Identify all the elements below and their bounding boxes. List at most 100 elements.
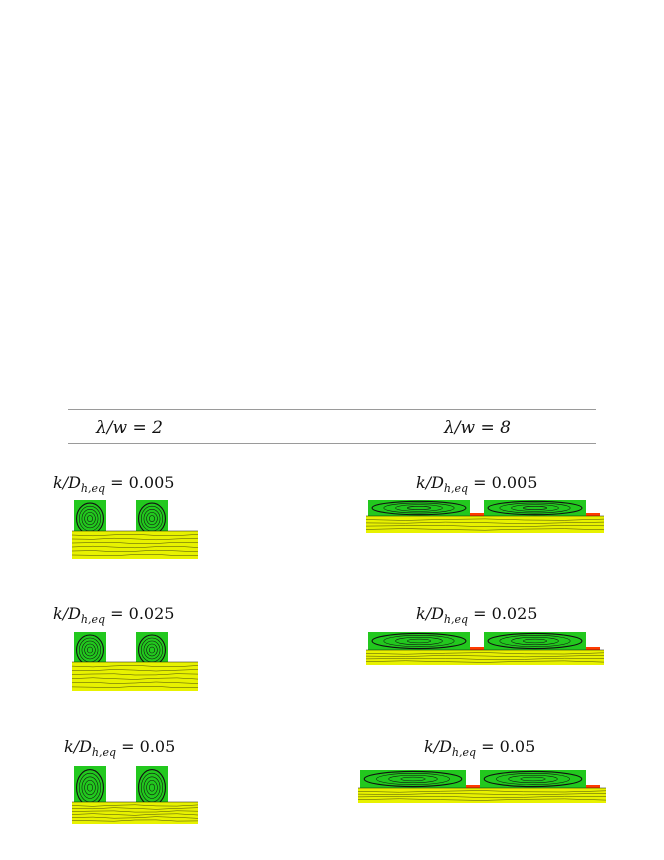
channel-streamline: [358, 790, 606, 793]
recirculation-vortex: [81, 509, 99, 529]
recirculation-vortex: [511, 504, 559, 512]
recirculation-vortex: [371, 632, 467, 650]
cavity-region: [484, 632, 586, 650]
channel-streamline: [72, 807, 198, 810]
recirculation-vortex: [146, 512, 158, 526]
recirculation-vortex: [395, 636, 443, 646]
cavity-region: [368, 500, 470, 516]
cavity-region: [484, 500, 586, 516]
recirculation-vortex: [149, 515, 155, 522]
table-header-rule: [68, 443, 596, 444]
row3-right-label: k/Dh,eq = 0.05: [424, 737, 536, 760]
channel-streamline: [72, 545, 198, 549]
channel-streamline: [72, 665, 198, 668]
stagnation-spot: [586, 785, 600, 789]
recirculation-vortex: [520, 776, 546, 782]
recirculation-vortex: [388, 774, 438, 784]
channel-streamline: [366, 518, 604, 521]
channel-streamline: [366, 655, 604, 658]
recirculation-vortex: [376, 773, 450, 785]
channel-streamline: [366, 521, 604, 524]
channel-streamline: [72, 813, 198, 816]
recirculation-vortex: [84, 643, 96, 657]
recirculation-vortex: [149, 646, 155, 654]
channel-streamline: [72, 534, 198, 537]
recirculation-vortex: [143, 640, 161, 660]
recirculation-vortex: [81, 776, 99, 799]
channel-streamline: [72, 819, 198, 822]
channel-region: [366, 650, 604, 665]
recirculation-vortex: [406, 638, 432, 644]
row3-left-label: k/Dh,eq = 0.05: [64, 737, 176, 760]
cavity-region: [360, 770, 466, 788]
cavity-region: [480, 770, 586, 788]
recirculation-vortex: [87, 646, 93, 654]
recirculation-vortex: [383, 502, 455, 514]
channel-streamline: [366, 525, 604, 527]
channel-streamline: [72, 673, 198, 676]
channel-streamline: [72, 669, 198, 672]
channel-streamline: [72, 677, 198, 680]
recirculation-vortex: [87, 515, 93, 522]
recirculation-vortex: [499, 502, 571, 514]
flow-plot-row1-narrow: [72, 500, 198, 559]
stagnation-spot: [470, 647, 484, 651]
channel-region: [358, 788, 606, 803]
recirculation-vortex: [143, 509, 161, 529]
recirculation-vortex: [406, 506, 432, 510]
row2-right-label: k/Dh,eq = 0.025: [416, 604, 538, 627]
channel-streamline: [366, 652, 604, 655]
channel-streamline: [72, 804, 198, 807]
recirculation-vortex: [522, 638, 548, 644]
channel-streamline: [366, 528, 604, 531]
recirculation-vortex: [146, 780, 158, 796]
row1-left-label: k/Dh,eq = 0.005: [53, 473, 175, 496]
recirculation-vortex: [363, 770, 463, 788]
recirculation-vortex: [496, 773, 570, 785]
stagnation-spot: [470, 513, 484, 517]
channel-streamline: [358, 798, 606, 801]
recirculation-vortex: [499, 635, 571, 647]
channel-streamline: [72, 554, 198, 556]
recirculation-vortex: [371, 500, 467, 516]
flow-plot-row2-narrow: [72, 632, 198, 691]
channel-streamline: [72, 810, 198, 813]
row1-right-label: k/Dh,eq = 0.005: [416, 473, 538, 496]
recirculation-vortex: [511, 636, 559, 646]
channel-streamline: [358, 795, 606, 798]
flow-plot-row2-wide: [366, 632, 604, 665]
cavity-region: [368, 632, 470, 650]
channel-streamline: [72, 816, 198, 819]
row2-left-label: k/Dh,eq = 0.025: [53, 604, 175, 627]
recirculation-vortex: [395, 504, 443, 512]
recirculation-vortex: [522, 506, 548, 510]
recirculation-vortex: [483, 770, 583, 788]
recirculation-vortex: [84, 780, 96, 796]
recirculation-vortex: [146, 643, 158, 657]
stagnation-spot: [466, 785, 480, 789]
col-header-right: λ/w = 8: [444, 418, 511, 438]
channel-streamline: [72, 549, 198, 553]
recirculation-vortex: [400, 776, 426, 782]
flow-plot-row3-wide: [358, 770, 606, 803]
channel-streamline: [72, 537, 198, 541]
recirculation-vortex: [84, 512, 96, 526]
channel-streamline: [358, 793, 606, 796]
channel-streamline: [72, 686, 198, 688]
table-top-rule: [68, 409, 596, 410]
flow-plot-row3-narrow: [72, 766, 198, 824]
recirculation-vortex: [383, 635, 455, 647]
channel-region: [72, 802, 198, 824]
col-header-left: λ/w = 2: [96, 418, 163, 438]
recirculation-vortex: [487, 500, 583, 516]
recirculation-vortex: [508, 774, 558, 784]
recirculation-vortex: [487, 632, 583, 650]
stagnation-spot: [586, 647, 600, 651]
flow-plot-row1-wide: [366, 500, 604, 533]
recirculation-vortex: [149, 783, 155, 792]
channel-streamline: [366, 657, 604, 660]
recirculation-vortex: [143, 776, 161, 799]
channel-streamline: [72, 681, 198, 684]
channel-streamline: [366, 660, 604, 663]
channel-streamline: [72, 542, 198, 544]
